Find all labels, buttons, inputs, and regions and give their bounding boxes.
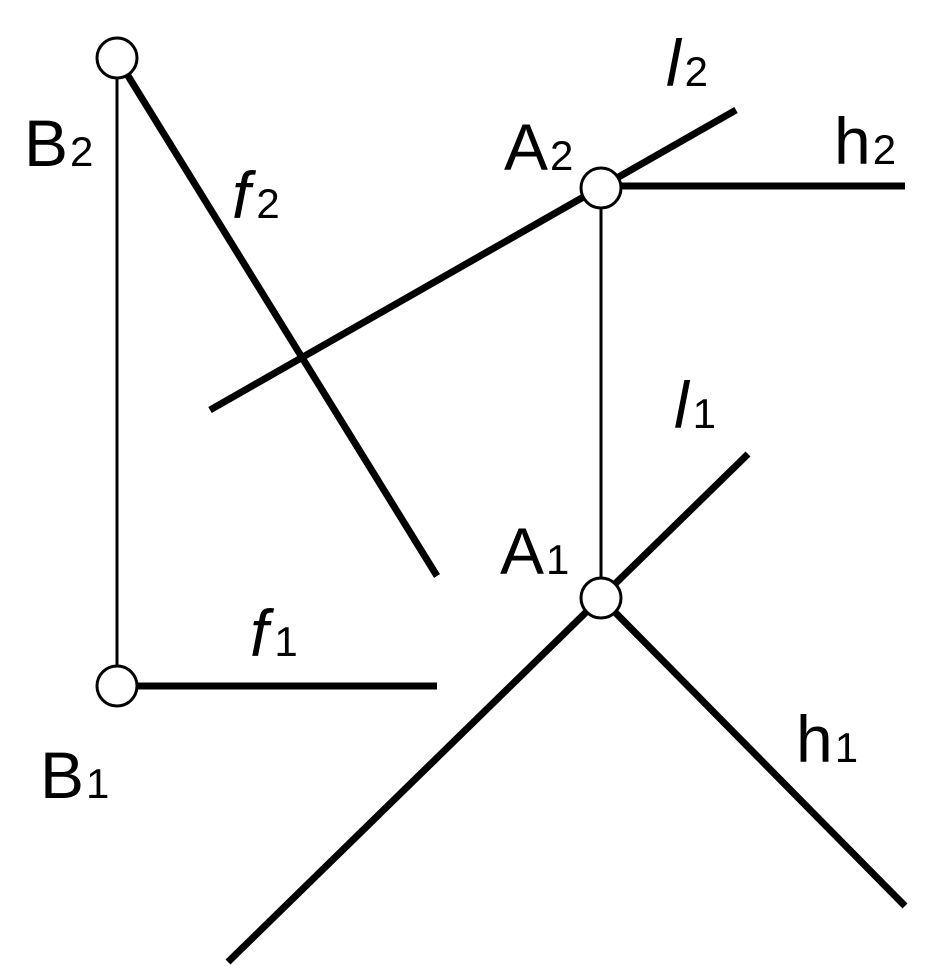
label-h2: h2 xyxy=(834,104,896,178)
label-h1: h1 xyxy=(796,702,858,776)
label-l1: l1 xyxy=(674,368,716,442)
label-b1: B1 xyxy=(40,738,109,812)
line-l2 xyxy=(208,106,738,414)
point-a2 xyxy=(579,166,623,210)
point-a1 xyxy=(579,576,623,620)
label-b2: B2 xyxy=(24,106,93,180)
label-l2: l2 xyxy=(666,26,708,100)
line-h1 xyxy=(598,595,908,909)
point-b2 xyxy=(95,36,139,80)
label-a2: A2 xyxy=(504,110,573,184)
label-a1: A1 xyxy=(500,514,569,588)
line-l1 xyxy=(225,451,751,965)
point-b1 xyxy=(95,664,139,708)
line-f2 xyxy=(114,56,440,578)
